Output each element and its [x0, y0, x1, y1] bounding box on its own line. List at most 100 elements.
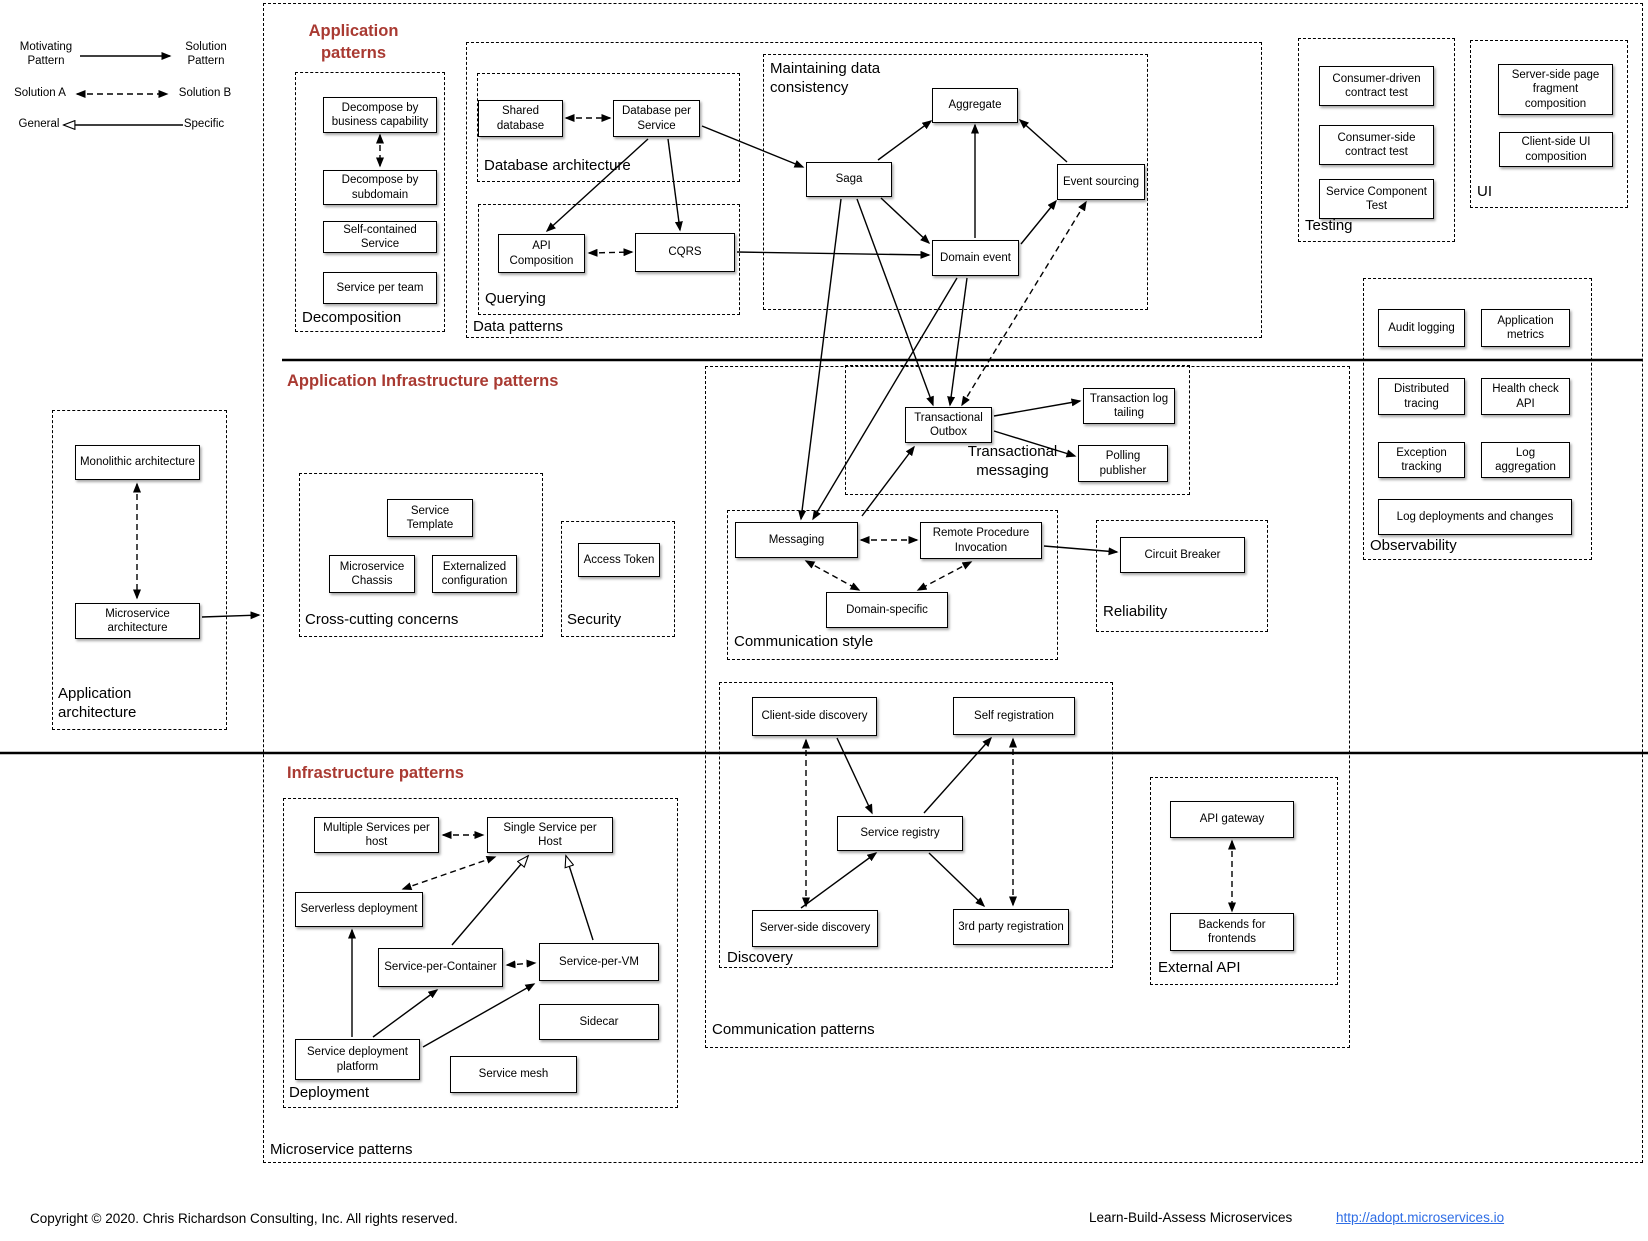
pattern-box-distributed-tracing: Distributed tracing [1378, 378, 1465, 415]
pattern-box-log-deployments-and-changes: Log deployments and changes [1378, 499, 1572, 535]
pattern-box-domain-specific: Domain-specific [826, 592, 948, 628]
group-microservice-patterns [263, 3, 1643, 1163]
group-label-discovery: Discovery [727, 949, 793, 966]
edge-saga-to-messaging [798, 198, 842, 521]
pattern-box-service-per-team: Service per team [323, 272, 437, 304]
group-label-maintaining-data-consistency: Maintaining data consistency [770, 60, 881, 97]
adopt-microservices-link[interactable]: http://adopt.microservices.io [1336, 1210, 1505, 1225]
pattern-box-serverless-deployment: Serverless deployment [295, 892, 423, 927]
group-observability [1363, 278, 1592, 560]
edge-rpi-domain-specific [916, 561, 973, 591]
legend-label-solution-pattern: Solution Pattern [185, 41, 227, 67]
copyright-text: Copyright © 2020. Chris Richardson Consu… [30, 1211, 458, 1226]
edge-db-per-service-to-saga [701, 125, 805, 168]
pattern-box-messaging: Messaging [735, 522, 858, 558]
edge-domain-event-to-messaging [812, 277, 958, 521]
edge-server-side-discovery-to-registry [800, 852, 878, 909]
pattern-box-application-metrics: Application metrics [1481, 309, 1570, 347]
group-label-communication-style: Communication style [734, 633, 874, 650]
group-label-communication-patterns: Communication patterns [712, 1021, 875, 1038]
group-label-deployment: Deployment [289, 1084, 370, 1101]
group-label-transactional-messaging: Transactional messaging [967, 443, 1058, 480]
pattern-box-service-component-test: Service Component Test [1319, 179, 1434, 219]
group-external-api [1150, 777, 1338, 985]
edge-client-side-discovery-to-registry [836, 737, 873, 815]
edge-event-sourcing-transactional-outbox [961, 200, 1087, 407]
pattern-box-cqrs: CQRS [635, 233, 735, 272]
edge-container-vm [505, 959, 537, 969]
pattern-box-saga: Saga [806, 162, 892, 197]
edge-domain-event-to-transactional-outbox [947, 277, 968, 407]
edge-outbox-to-polling-publisher [993, 430, 1077, 458]
edge-microservice-arch-to-patterns [201, 611, 261, 620]
pattern-box-transaction-log-tailing: Transaction log tailing [1083, 388, 1175, 424]
pattern-box-log-aggregation: Log aggregation [1481, 442, 1570, 478]
pattern-box-server-side-discovery: Server-side discovery [752, 910, 878, 947]
edge-platform-to-vm [422, 983, 536, 1048]
group-data-patterns [466, 42, 1262, 338]
pattern-box-audit-logging: Audit logging [1378, 309, 1465, 347]
section-header-application-patterns: Application patterns [308, 22, 399, 63]
group-application-architecture [52, 410, 227, 730]
pattern-box-third-party-registration: 3rd party registration [953, 909, 1069, 945]
pattern-box-event-sourcing: Event sourcing [1057, 164, 1145, 200]
pattern-box-server-side-page-fragment-composition: Server-side page fragment composition [1498, 64, 1613, 115]
pattern-box-microservice-chassis: Microservice Chassis [329, 555, 415, 593]
pattern-box-decompose-by-business-capability: Decompose by business capability [323, 97, 437, 133]
edge-db-per-service-to-api-composition [545, 138, 649, 233]
pattern-box-self-registration: Self registration [953, 697, 1075, 735]
edge-platform-to-container [372, 989, 439, 1038]
pattern-box-health-check-api: Health check API [1481, 378, 1570, 415]
group-decomposition [295, 72, 445, 332]
pattern-box-service-deployment-platform: Service deployment platform [295, 1039, 420, 1080]
group-label-querying: Querying [485, 290, 546, 307]
edge-serverless-single-host [401, 856, 497, 890]
group-label-decomposition: Decomposition [302, 309, 402, 326]
pattern-box-client-side-discovery: Client-side discovery [752, 697, 877, 736]
group-label-testing: Testing [1305, 217, 1353, 234]
group-label-data-patterns: Data patterns [473, 318, 564, 335]
group-reliability [1096, 520, 1268, 632]
edge-saga-to-transactional-outbox [856, 198, 934, 407]
legend-label-motivating-pattern: Motivating Pattern [19, 41, 73, 67]
edge-api-composition-cqrs [587, 248, 634, 257]
pattern-box-multiple-services-per-host: Multiple Services per host [314, 817, 439, 853]
edge-db-per-service-to-cqrs [667, 138, 683, 232]
pattern-box-remote-procedure-invocation: Remote Procedure Invocation [920, 522, 1042, 559]
group-label-observability: Observability [1370, 537, 1457, 554]
pattern-box-api-composition: API Composition [498, 234, 585, 273]
group-discovery [719, 682, 1113, 968]
pattern-box-externalized-configuration: Externalized configuration [432, 555, 517, 593]
edge-registry-to-self-registration [923, 736, 992, 814]
pattern-box-transactional-outbox: Transactional Outbox [905, 407, 992, 443]
edge-vm-to-single-host [566, 856, 594, 941]
edge-saga-to-aggregate [877, 120, 933, 161]
group-deployment [283, 798, 678, 1108]
group-querying [478, 204, 740, 315]
edge-event-sourcing-to-aggregate [1018, 119, 1068, 163]
section-header-infrastructure-patterns: Infrastructure patterns [287, 764, 464, 782]
group-cross-cutting-concerns [299, 473, 543, 637]
pattern-box-service-template: Service Template [387, 499, 473, 537]
pattern-box-access-token: Access Token [578, 543, 660, 577]
edge-messaging-domain-specific [804, 560, 861, 591]
pattern-box-aggregate: Aggregate [932, 88, 1018, 123]
group-testing [1298, 38, 1455, 242]
group-ui [1470, 40, 1628, 208]
pattern-box-microservice-architecture: Microservice architecture [75, 603, 200, 639]
edge-registry-to-3rd-party-registration [928, 852, 986, 908]
group-communication-style [727, 510, 1058, 660]
edge-saga-to-domain-event [880, 197, 931, 245]
pattern-box-client-side-ui-composition: Client-side UI composition [1499, 132, 1613, 167]
pattern-box-sidecar: Sidecar [539, 1004, 659, 1040]
group-label-ui: UI [1477, 183, 1492, 200]
group-database-architecture [477, 73, 740, 182]
pattern-box-api-gateway: API gateway [1170, 801, 1294, 838]
pattern-box-service-per-vm: Service-per-VM [539, 943, 659, 981]
edge-outbox-to-log-tailing [993, 398, 1082, 417]
group-maintaining-data-consistency [763, 54, 1148, 310]
pattern-box-domain-event: Domain event [932, 240, 1019, 276]
pattern-box-consumer-side-contract-test: Consumer-side contract test [1319, 125, 1434, 165]
legend-label-solution-a: Solution A [14, 87, 66, 99]
pattern-box-service-per-container: Service-per-Container [378, 948, 503, 987]
